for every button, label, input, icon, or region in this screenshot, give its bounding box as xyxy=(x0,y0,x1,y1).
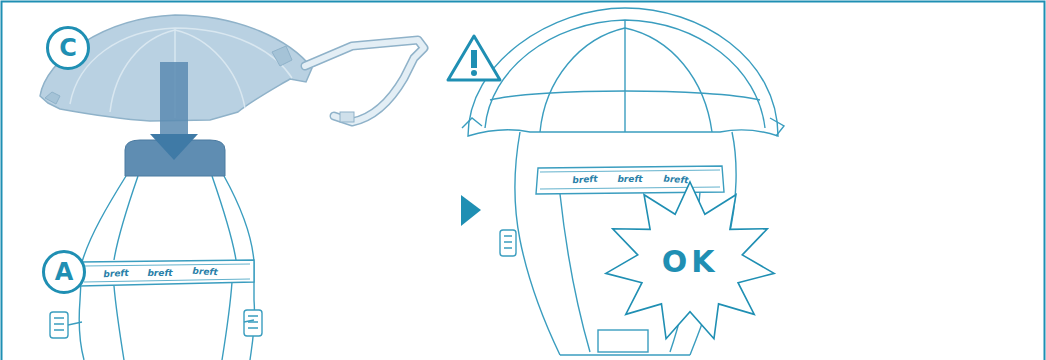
shell-part xyxy=(40,15,424,122)
brand-label: breft xyxy=(572,175,598,186)
down-arrow xyxy=(150,62,198,160)
brand-label: breft xyxy=(663,175,689,186)
ok-text: OK xyxy=(662,247,719,277)
next-arrow xyxy=(461,195,481,226)
callout-letter: A xyxy=(42,250,86,294)
brand-label: breft xyxy=(617,175,642,184)
warning-symbol xyxy=(448,36,500,80)
brand-label: breft xyxy=(103,269,129,279)
callout-letter-text: A xyxy=(55,260,74,284)
ok-starburst: OK xyxy=(602,179,778,345)
starburst-shape xyxy=(606,182,774,339)
callout-letter: C xyxy=(46,26,90,70)
assembled-helmet xyxy=(462,8,784,355)
brand-label: breft xyxy=(147,269,172,278)
callout-letter-text: C xyxy=(59,36,77,60)
brand-label: breft xyxy=(192,267,218,277)
